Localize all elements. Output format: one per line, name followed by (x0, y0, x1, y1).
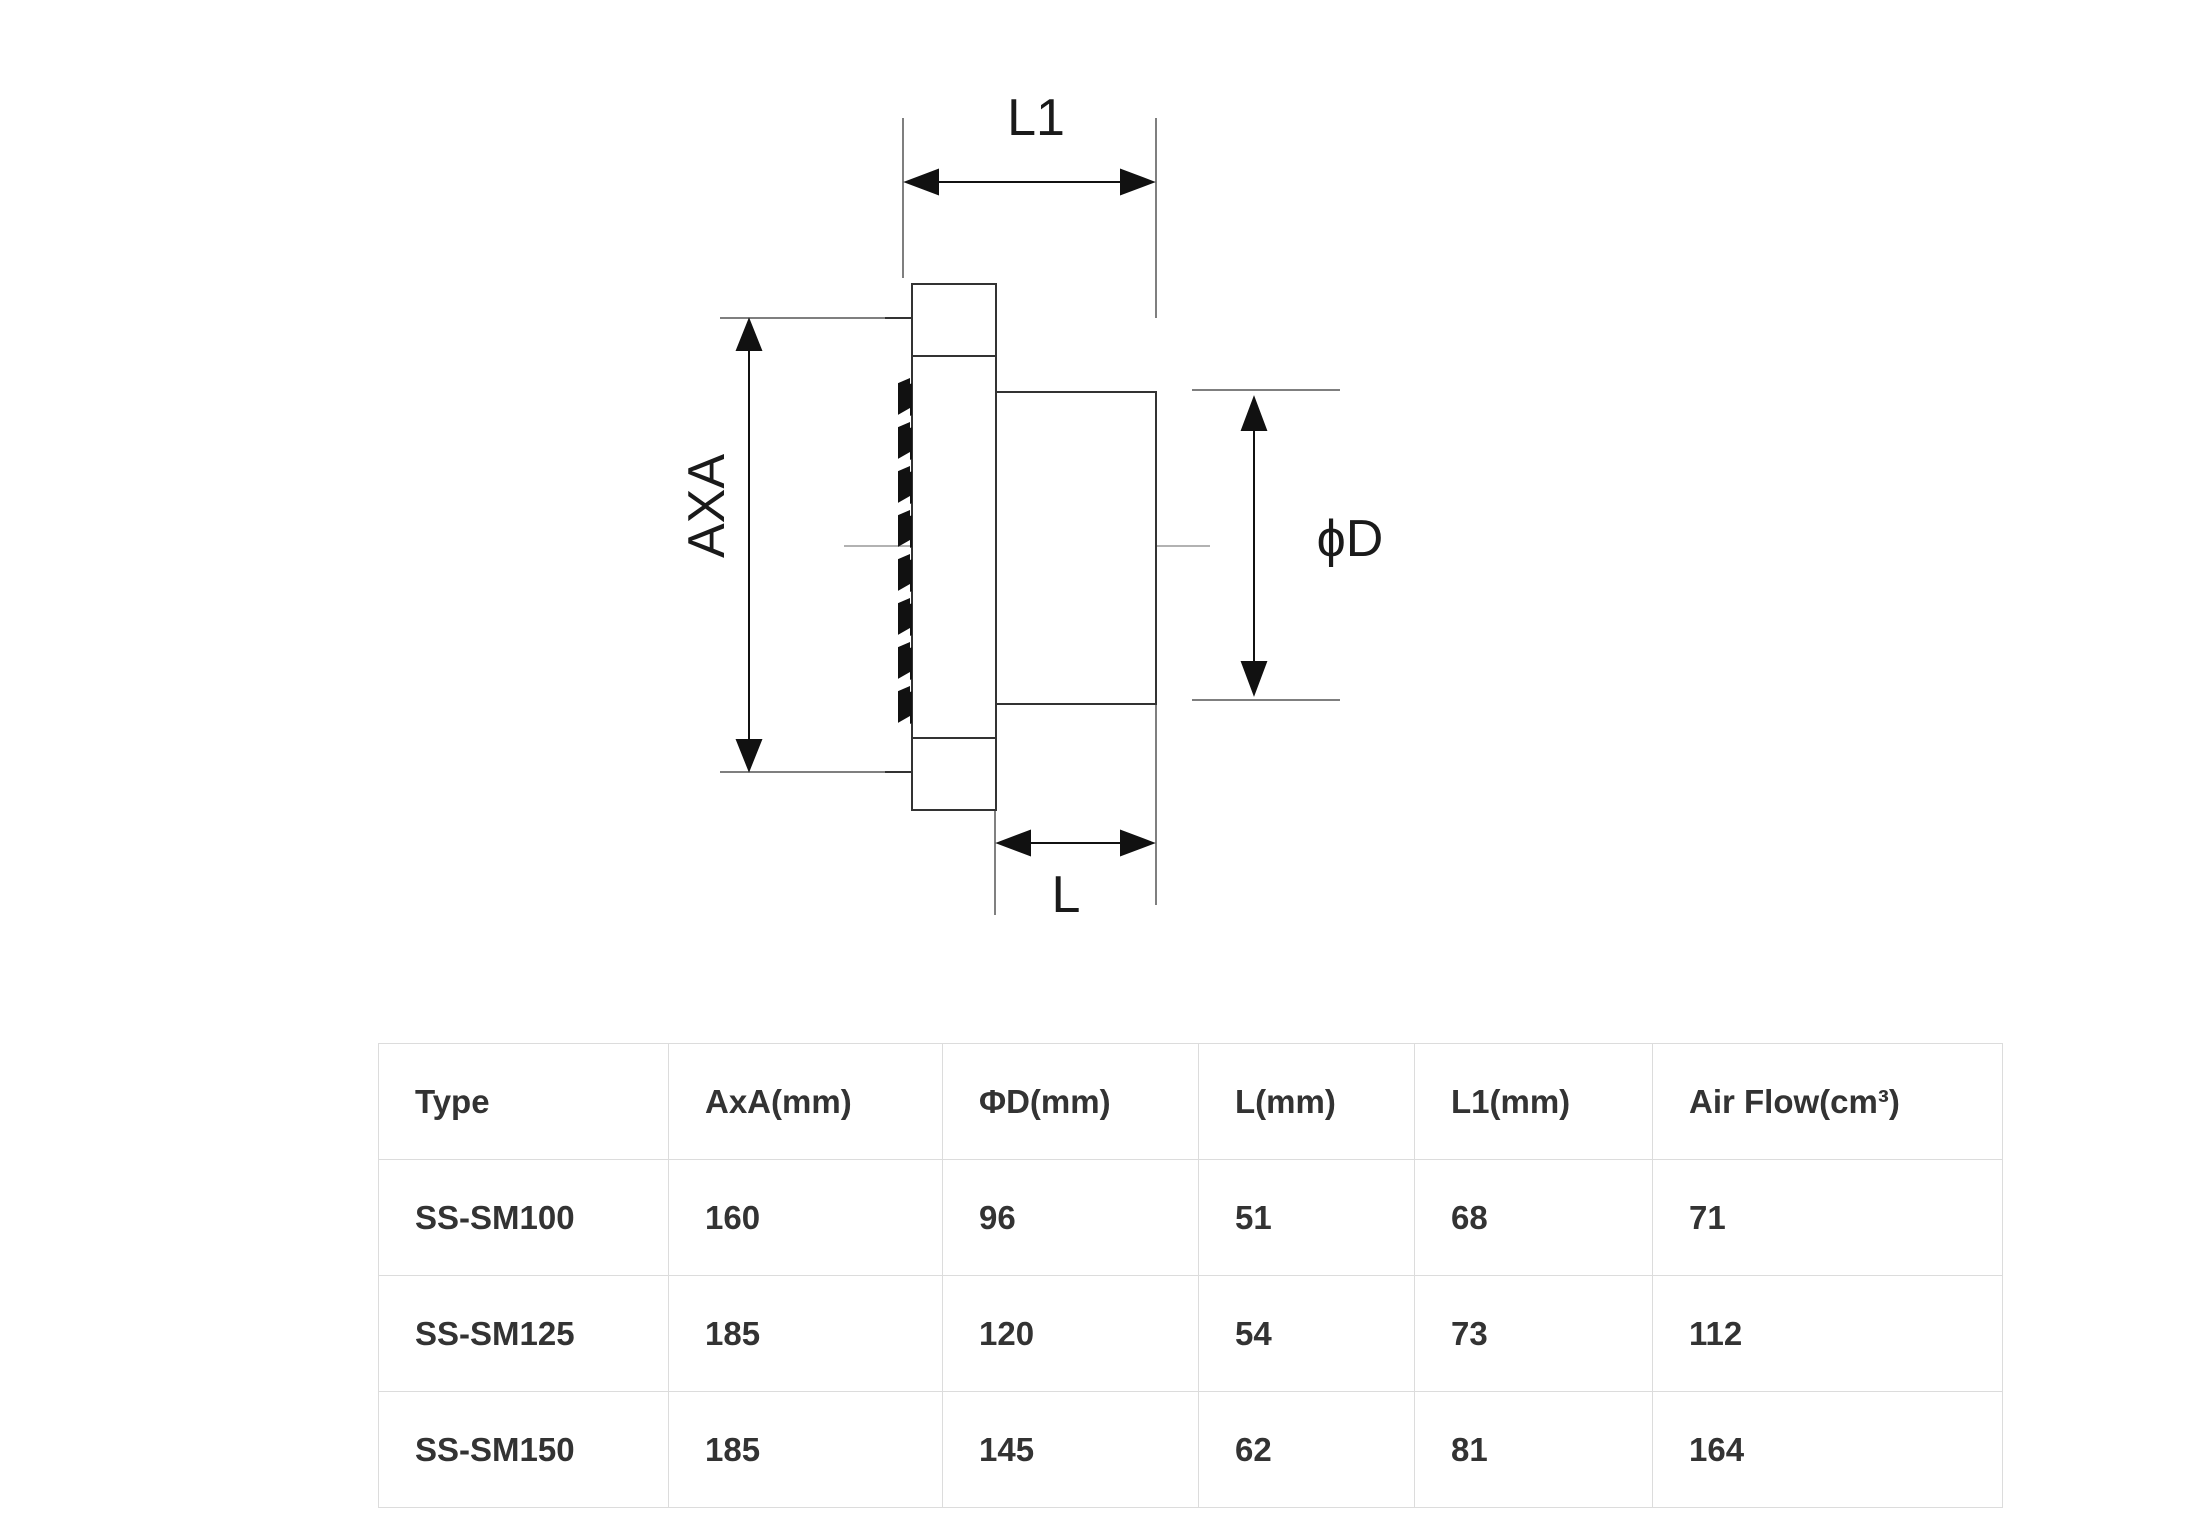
cell-l1: 73 (1414, 1275, 1653, 1392)
cell-l: 62 (1198, 1391, 1415, 1508)
cell-type: SS-SM150 (378, 1391, 669, 1508)
cell-phi-d: 145 (942, 1391, 1199, 1508)
vent-outline (885, 283, 1157, 811)
cell-axa: 185 (668, 1391, 943, 1508)
label-l: L (1052, 866, 1081, 924)
label-phi-d: ϕD (1317, 510, 1384, 568)
grille-louvers (898, 378, 912, 730)
cell-air-flow: 112 (1652, 1275, 2003, 1392)
cell-air-flow: 71 (1652, 1159, 2003, 1276)
column-header-type: Type (378, 1043, 669, 1160)
column-header-l: L(mm) (1198, 1043, 1415, 1160)
cell-type: SS-SM125 (378, 1275, 669, 1392)
cell-l1: 68 (1414, 1159, 1653, 1276)
dimension-arrows (735, 168, 1268, 857)
cell-type: SS-SM100 (378, 1159, 669, 1276)
label-l1: L1 (1007, 89, 1065, 147)
column-header-axa: AxA(mm) (668, 1043, 943, 1160)
dimension-labels: L1 AXA ϕD L (678, 89, 1383, 924)
cell-l1: 81 (1414, 1391, 1653, 1508)
table-row: SS-SM100 160 96 51 68 71 (378, 1159, 2003, 1276)
column-header-l1: L1(mm) (1414, 1043, 1653, 1160)
label-axa: AXA (678, 454, 736, 558)
cell-axa: 185 (668, 1275, 943, 1392)
cell-air-flow: 164 (1652, 1391, 2003, 1508)
cell-l: 51 (1198, 1159, 1415, 1276)
table-header-row: Type AxA(mm) ΦD(mm) L(mm) L1(mm) Air Flo… (378, 1043, 2003, 1160)
cell-axa: 160 (668, 1159, 943, 1276)
cell-phi-d: 120 (942, 1275, 1199, 1392)
specifications-table: Type AxA(mm) ΦD(mm) L(mm) L1(mm) Air Flo… (378, 1043, 2003, 1508)
cell-phi-d: 96 (942, 1159, 1199, 1276)
column-header-air-flow: Air Flow(cm³) (1652, 1043, 2003, 1160)
column-header-phi-d: ΦD(mm) (942, 1043, 1199, 1160)
cell-l: 54 (1198, 1275, 1415, 1392)
table-row: SS-SM125 185 120 54 73 112 (378, 1275, 2003, 1392)
vent-dimension-drawing: L1 AXA ϕD L (678, 89, 1383, 924)
table-row: SS-SM150 185 145 62 81 164 (378, 1391, 2003, 1508)
